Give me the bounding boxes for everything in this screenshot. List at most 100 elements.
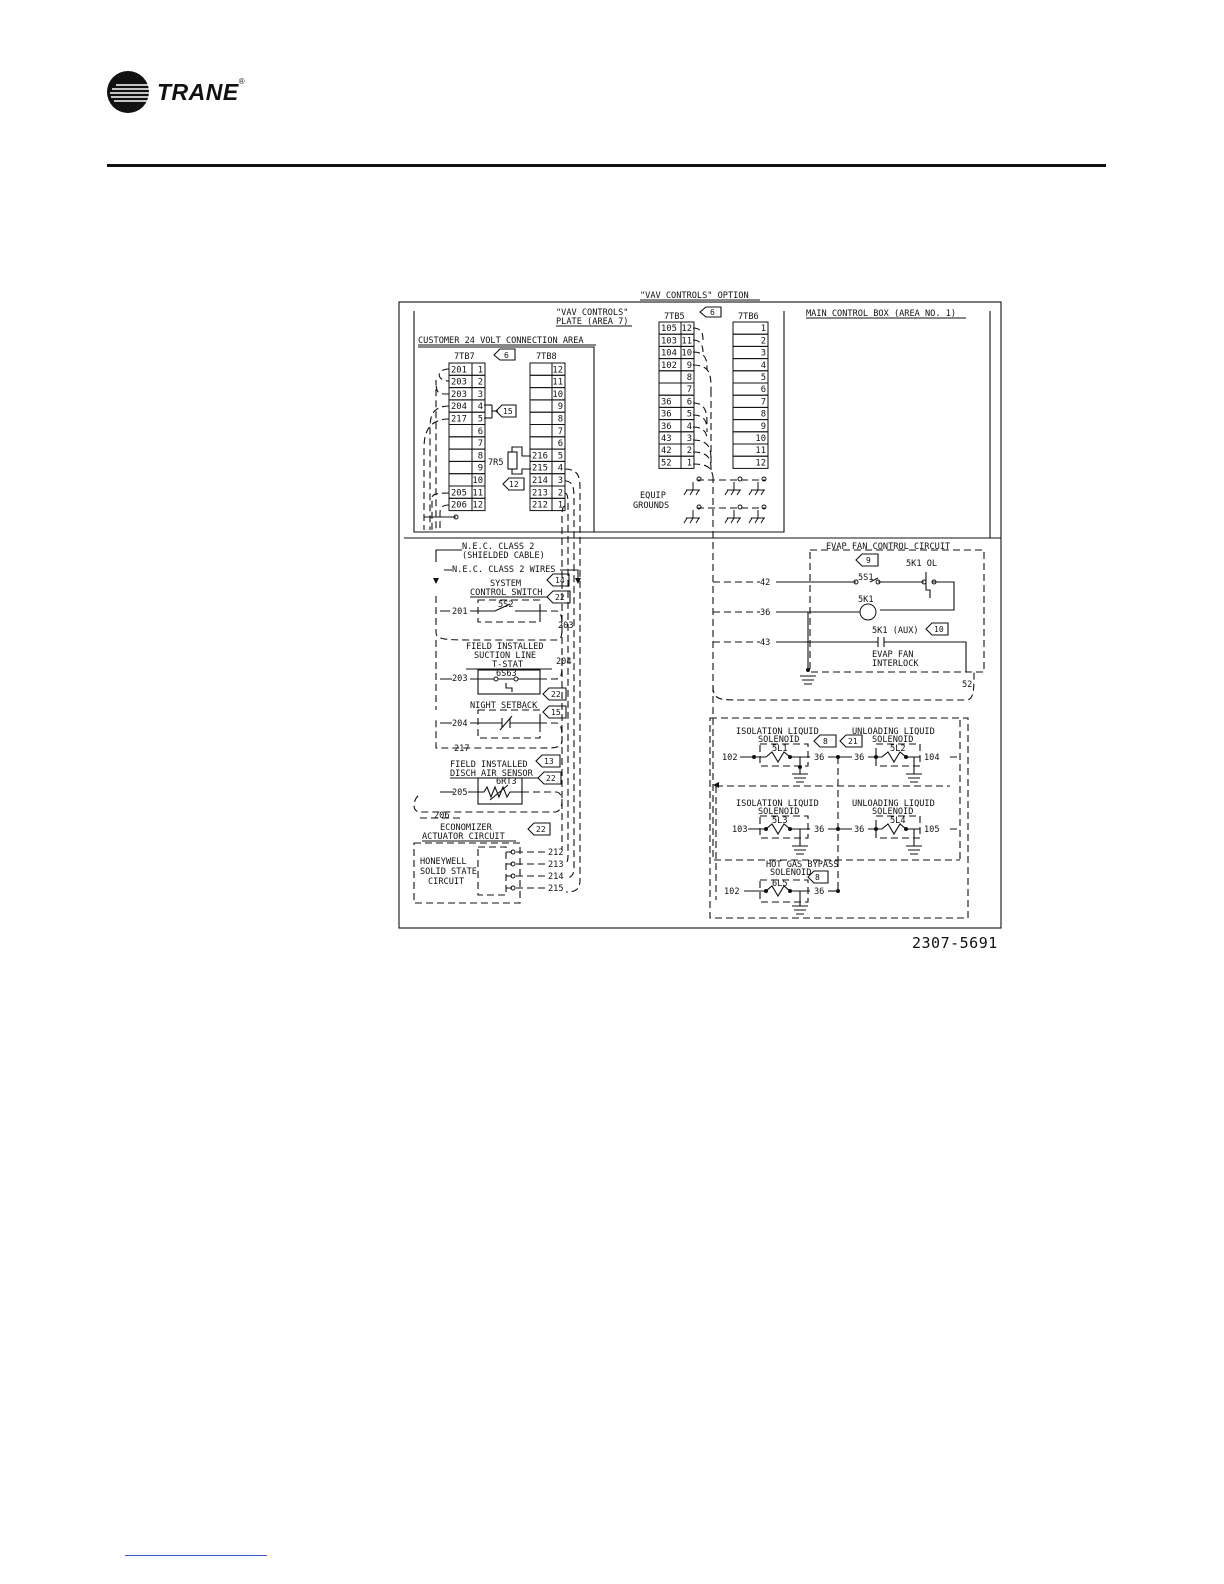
economizer-wires: [506, 849, 548, 891]
tb8-term-label: 10: [552, 390, 563, 400]
tb8-row: 7: [529, 424, 566, 438]
tb7-wire-label: 201: [451, 365, 467, 375]
tb6-term-label: 9: [761, 422, 766, 432]
iso-2-label: ISOLATION LIQUID: [736, 799, 819, 809]
svg-text:22: 22: [546, 774, 556, 783]
iso-2-sol: SOLENOID: [758, 807, 799, 817]
tb6-term-label: 12: [755, 458, 766, 468]
flag-6a: 6: [493, 348, 516, 361]
wire-105: 105: [924, 825, 940, 835]
flag-10: 10: [925, 622, 949, 636]
s2-label: 5S2: [498, 600, 514, 610]
tb7-label: 7TB7: [454, 352, 475, 362]
iso-1-label: ISOLATION LIQUID: [736, 727, 819, 737]
r5-label: 7R5: [488, 458, 504, 468]
tb8-term-label: 7: [558, 427, 563, 437]
tb8-row: 6: [529, 436, 566, 450]
hgb-sol: SOLENOID: [770, 868, 811, 878]
tb8-wire-label: 212: [532, 501, 548, 511]
header-rule: [107, 164, 1106, 167]
svg-text:8: 8: [815, 873, 820, 882]
unl-1-label: UNLOADING LIQUID: [852, 727, 935, 737]
ground-terminal-icon: [761, 504, 767, 510]
s63-label: 6S63: [496, 669, 517, 679]
tb6-term-label: 1: [761, 324, 766, 334]
tb5-wire-label: 102: [661, 361, 677, 371]
tb6-term-label: 11: [755, 446, 766, 456]
footer-link-line: [125, 1555, 267, 1556]
tb6-row: 1: [732, 321, 769, 335]
sensor-2: DISCH AIR SENSOR: [450, 769, 534, 779]
tb5-term-label: 5: [687, 410, 692, 420]
ground-icon: [683, 510, 700, 524]
flag-8b: 8: [807, 870, 829, 884]
tb7-term-label: 5: [478, 415, 483, 425]
flag-13: 13: [535, 754, 561, 768]
tb7-term-label: 1: [478, 365, 483, 375]
ground-icon: [724, 482, 741, 496]
tb6-row: 12: [732, 455, 769, 469]
tb7-term-label: 10: [472, 476, 483, 486]
ground-terminal-icon: [696, 476, 702, 482]
tb6-term-label: 7: [761, 397, 766, 407]
tb6-row: 6: [732, 382, 769, 396]
tb8-term-label: 4: [558, 464, 563, 474]
svg-text:22: 22: [536, 825, 546, 834]
tb7-term-label: 9: [478, 464, 483, 474]
wire-204-b: 204: [556, 657, 572, 667]
tb8-row: 12: [529, 362, 566, 376]
hgb-label: HOT GAS BYPASS: [766, 860, 838, 870]
tb7-row: 7: [448, 436, 486, 450]
svg-text:6: 6: [504, 351, 509, 360]
svg-text:22: 22: [555, 593, 565, 602]
ground-icon: [724, 510, 741, 524]
customer-area-label: CUSTOMER 24 VOLT CONNECTION AREA: [418, 336, 584, 346]
diagram-title: "VAV CONTROLS" OPTION: [640, 291, 749, 301]
tb7-wire-label: 206: [451, 501, 467, 511]
wire-213: 213: [548, 860, 564, 870]
tb5-wire-label: 43: [661, 434, 672, 444]
tb5-wire-label: 105: [661, 324, 677, 334]
wire-42: 42: [760, 578, 770, 588]
ground-icon: [748, 482, 765, 496]
tb5-wire-label: 52: [661, 458, 672, 468]
tb6-row: 9: [732, 419, 769, 433]
wire-201: 201: [452, 607, 468, 617]
ground-terminal-icon: [761, 476, 767, 482]
wire-102-b: 102: [724, 887, 740, 897]
wire-203-b: 203: [558, 621, 574, 631]
tb5-term-label: 3: [687, 434, 692, 444]
tb6-row: 4: [732, 358, 769, 372]
wire-36-a: 36: [760, 608, 770, 618]
unl-2-label: UNLOADING LIQUID: [852, 799, 935, 809]
tb5-row: 8: [658, 370, 695, 384]
tb8-term-label: 12: [552, 365, 563, 375]
tb7-term-label: 2: [478, 378, 483, 388]
tb8-row: 9: [529, 399, 566, 413]
tb8-term-label: 5: [558, 451, 563, 461]
tb8-term-label: 2: [558, 488, 563, 498]
interlock-2: INTERLOCK: [872, 659, 919, 669]
tb5-wire-label: 36: [661, 397, 672, 407]
tb5-wire-label: 36: [661, 422, 672, 432]
tb8-term-label: 8: [558, 415, 563, 425]
evap-fan-label: EVAP FAN CONTROL CIRCUIT: [826, 542, 950, 552]
svg-text:15: 15: [503, 407, 513, 416]
system-switch-1: SYSTEM: [490, 579, 521, 589]
svg-text:14: 14: [555, 576, 565, 585]
tb6-row: 3: [732, 345, 769, 360]
tb5-term-label: 2: [687, 446, 692, 456]
tb8-row: 8: [529, 411, 566, 426]
